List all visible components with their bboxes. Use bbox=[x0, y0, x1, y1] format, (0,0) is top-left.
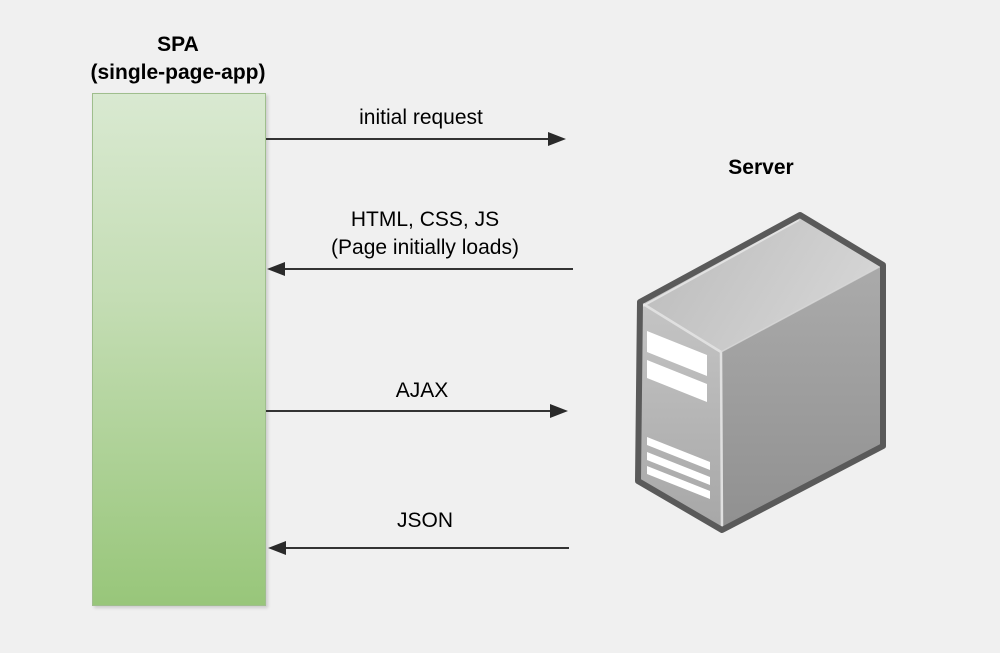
arrowhead-left-icon bbox=[268, 541, 286, 555]
message-label-initial-request: initial request bbox=[359, 105, 483, 131]
arrow-initial-request bbox=[266, 132, 566, 146]
message-label-html-css-js: HTML, CSS, JS (Page initially loads) bbox=[331, 206, 519, 262]
message-text-line1: HTML, CSS, JS bbox=[350, 208, 500, 231]
spa-title-line2: (single-page-app) bbox=[90, 61, 266, 84]
server-stripe-thin bbox=[647, 437, 710, 470]
message-text: initial request bbox=[359, 106, 483, 129]
server-icon bbox=[635, 212, 886, 533]
server-stripe-thick bbox=[647, 331, 707, 376]
arrowhead-right-icon bbox=[548, 132, 566, 146]
spa-title-line1: SPA bbox=[157, 33, 199, 56]
message-text: JSON bbox=[396, 509, 454, 532]
arrow-json bbox=[268, 541, 569, 555]
spa-box bbox=[92, 93, 266, 606]
arrowhead-right-icon bbox=[550, 404, 568, 418]
arrow-ajax bbox=[266, 404, 568, 418]
server-top-face bbox=[640, 215, 883, 352]
server-outline bbox=[635, 212, 886, 533]
arrow-html-css-js bbox=[267, 262, 573, 276]
message-text-line2: (Page initially loads) bbox=[331, 236, 519, 259]
server-stripe-thin bbox=[647, 466, 710, 499]
message-label-ajax: AJAX bbox=[396, 378, 449, 404]
server-stripe-thick bbox=[647, 360, 707, 402]
server-stripe-thin bbox=[647, 452, 710, 485]
server-bevel-edge bbox=[720, 264, 884, 353]
message-text: AJAX bbox=[395, 379, 449, 402]
server-title: Server bbox=[728, 156, 794, 179]
server-bevel-edge bbox=[642, 219, 800, 307]
spa-title: SPA (single-page-app) bbox=[90, 31, 265, 87]
arrowhead-left-icon bbox=[267, 262, 285, 276]
message-label-json: JSON bbox=[397, 508, 453, 534]
